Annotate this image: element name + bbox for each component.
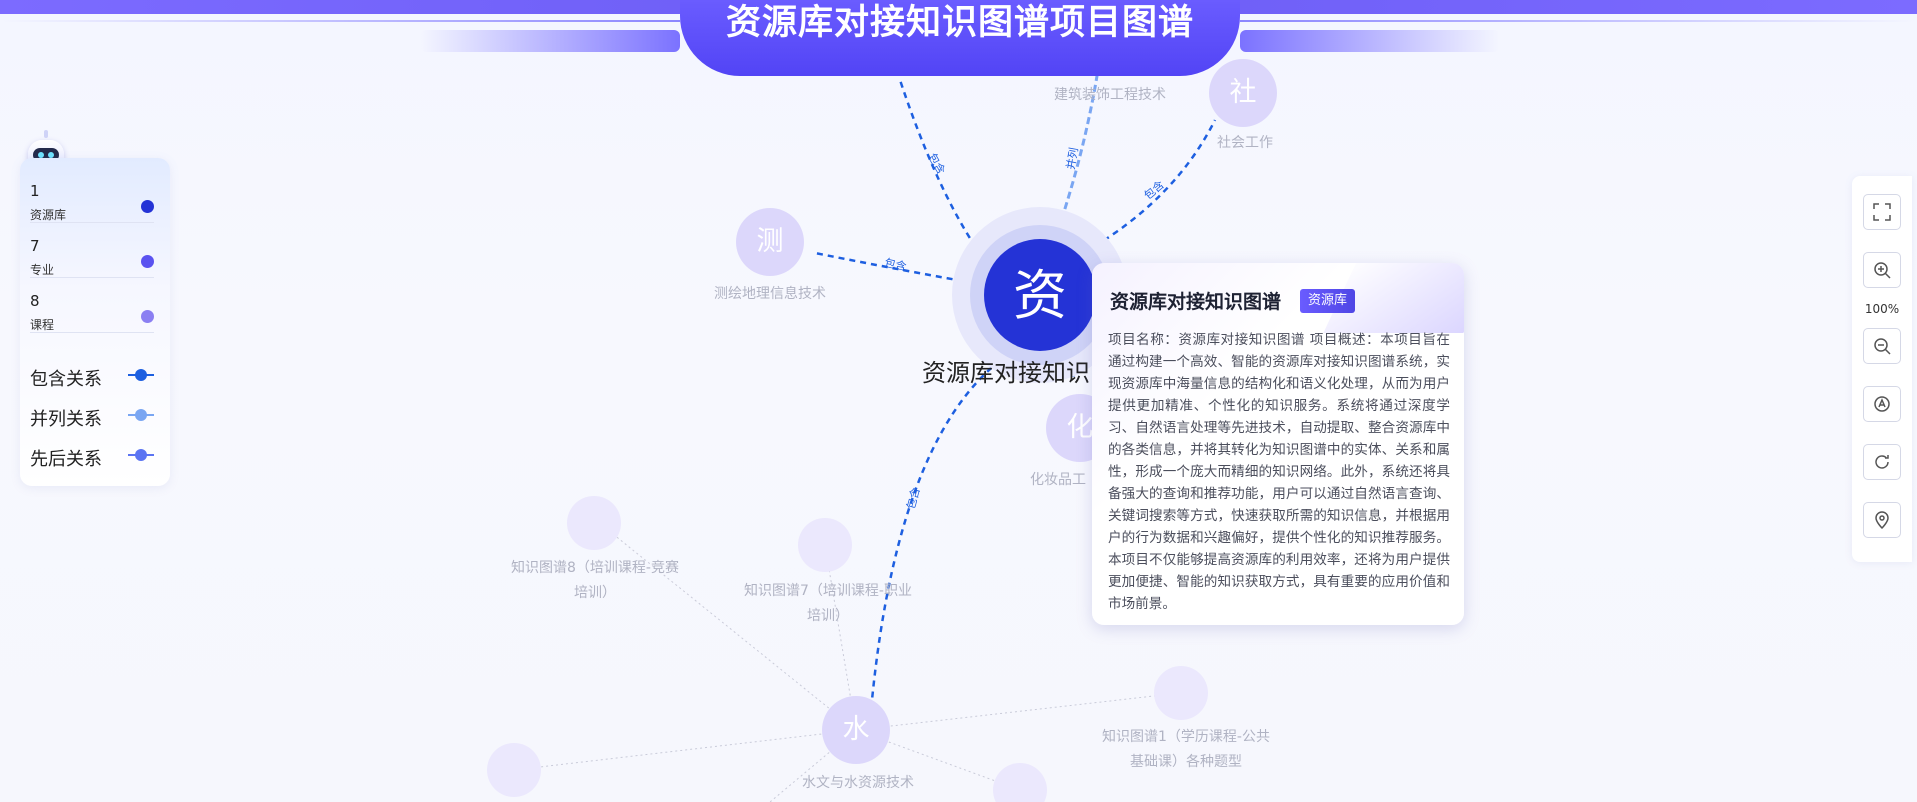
course-node-7-label: 知识图谱7（培训课程-职业 培训） <box>728 579 928 629</box>
locate-icon[interactable] <box>1863 502 1901 538</box>
header-right-line <box>1240 20 1917 22</box>
major-node-chem-char: 化 <box>1066 412 1094 443</box>
edge-water-course1 <box>855 692 1181 731</box>
center-node[interactable] <box>984 239 1096 351</box>
legend-count-major[interactable]: 7 专业 <box>30 223 154 278</box>
course-node-1-label-line2: 基础课）各种题型 <box>1130 754 1242 770</box>
robot-eye-left <box>38 152 44 158</box>
course-node-1-label-line1: 知识图谱1（学历课程-公共 <box>1102 729 1270 745</box>
major-node-survey-label: 测绘地理信息技术 <box>714 286 826 302</box>
sequence-relation-icon <box>128 449 154 461</box>
node-detail-card: 资源库对接知识图谱 资源库 项目名称：资源库对接知识图谱 项目概述：本项目旨在通… <box>1092 263 1464 625</box>
major-dot-icon <box>141 255 154 268</box>
count-value: 7 <box>30 237 40 255</box>
edge-parallel <box>1056 69 1100 231</box>
refresh-icon[interactable] <box>1863 444 1901 480</box>
major-node-survey-char: 测 <box>756 226 784 257</box>
zoom-out-icon[interactable] <box>1863 328 1901 364</box>
course-node-8-label-line1: 知识图谱8（培训课程-竞赛 <box>511 560 679 576</box>
fullscreen-icon[interactable] <box>1863 194 1901 230</box>
card-title: 资源库对接知识图谱 <box>1110 291 1282 313</box>
relation-label: 包含关系 <box>30 369 102 390</box>
center-node-label: 资源库对接知识 <box>922 359 1090 387</box>
graph-toolbar: 100% <box>1852 176 1912 562</box>
course-node-a[interactable] <box>487 743 541 797</box>
zoom-level: 100% <box>1864 302 1900 316</box>
course-node-8[interactable] <box>567 496 621 550</box>
major-node-chem-label: 化妆品工 <box>1030 472 1086 488</box>
course-node-8-label-line2: 培训） <box>574 585 616 601</box>
major-node-water-label: 水文与水资源技术 <box>802 775 914 791</box>
robot-antenna <box>44 130 48 138</box>
header-left-wing <box>420 30 680 52</box>
auto-layout-icon[interactable] <box>1863 386 1901 422</box>
edge-label-contain-2: 包含 <box>1141 177 1167 202</box>
course-node-b[interactable] <box>993 763 1047 802</box>
major-node-social[interactable] <box>1209 59 1277 127</box>
edge-water-course8 <box>607 529 857 731</box>
course-node-7[interactable] <box>798 518 852 572</box>
repository-dot-icon <box>141 200 154 213</box>
contain-relation-icon <box>128 369 154 381</box>
count-label: 资源库 <box>30 208 67 222</box>
major-node-social-label: 社会工作 <box>1217 135 1273 151</box>
major-node-survey[interactable] <box>736 208 804 276</box>
edge-water-course-a <box>513 729 857 771</box>
card-description: 项目名称：资源库对接知识图谱 项目概述：本项目旨在通过构建一个高效、智能的资源库… <box>1108 332 1450 612</box>
header-title-plate <box>680 0 1240 76</box>
legend-panel: 1 资源库 7 专业 8 课程 包含关系 并列关系 先后关系 <box>20 158 170 486</box>
relation-label: 并列关系 <box>30 409 102 430</box>
header-left-line <box>0 20 680 22</box>
course-node-7-label-line2: 培训） <box>807 608 849 624</box>
edge-water-course-c <box>769 729 857 802</box>
edge-label-contain-3: 包含 <box>883 255 907 273</box>
edge-center-water <box>870 346 1019 701</box>
edge-water-course-b <box>855 729 1021 791</box>
course-node-1-label: 知识图谱1（学历课程-公共 基础课）各种题型 <box>1086 725 1286 775</box>
major-node-arch-label: 建筑装饰工程技术 <box>1054 87 1166 103</box>
course-node-7-label-line1: 知识图谱7（培训课程-职业 <box>744 583 912 599</box>
count-value: 8 <box>30 292 40 310</box>
legend-count-course[interactable]: 8 课程 <box>30 278 154 333</box>
count-label: 课程 <box>30 318 55 332</box>
major-node-social-char: 社 <box>1229 77 1257 108</box>
relation-label: 先后关系 <box>30 449 102 470</box>
edge-label-contain-4: 包含 <box>903 486 922 511</box>
count-value: 1 <box>30 182 40 200</box>
robot-eye-right <box>48 152 54 158</box>
course-dot-icon <box>141 310 154 323</box>
zoom-in-icon[interactable] <box>1863 252 1901 288</box>
course-node-8-label: 知识图谱8（培训课程-竞赛 培训） <box>495 556 695 606</box>
legend-relation-sequence[interactable]: 先后关系 <box>30 442 154 472</box>
center-node-char: 资 <box>1013 264 1067 327</box>
major-node-water-char: 水 <box>842 714 870 745</box>
legend-count-repository[interactable]: 1 资源库 <box>30 168 154 223</box>
card-type-badge: 资源库 <box>1300 289 1356 313</box>
legend-relation-parallel[interactable]: 并列关系 <box>30 402 154 432</box>
header-right-wing <box>1240 30 1500 52</box>
page-title: 资源库对接知识图谱项目图谱 <box>725 3 1194 43</box>
course-node-1[interactable] <box>1154 666 1208 720</box>
count-label: 专业 <box>30 263 55 277</box>
parallel-relation-icon <box>128 409 154 421</box>
edge-label-parallel: 并列 <box>1063 146 1081 170</box>
major-node-water[interactable] <box>822 696 890 764</box>
legend-relation-contain[interactable]: 包含关系 <box>30 362 154 392</box>
edge-label-contain-1: 包含 <box>925 151 948 177</box>
